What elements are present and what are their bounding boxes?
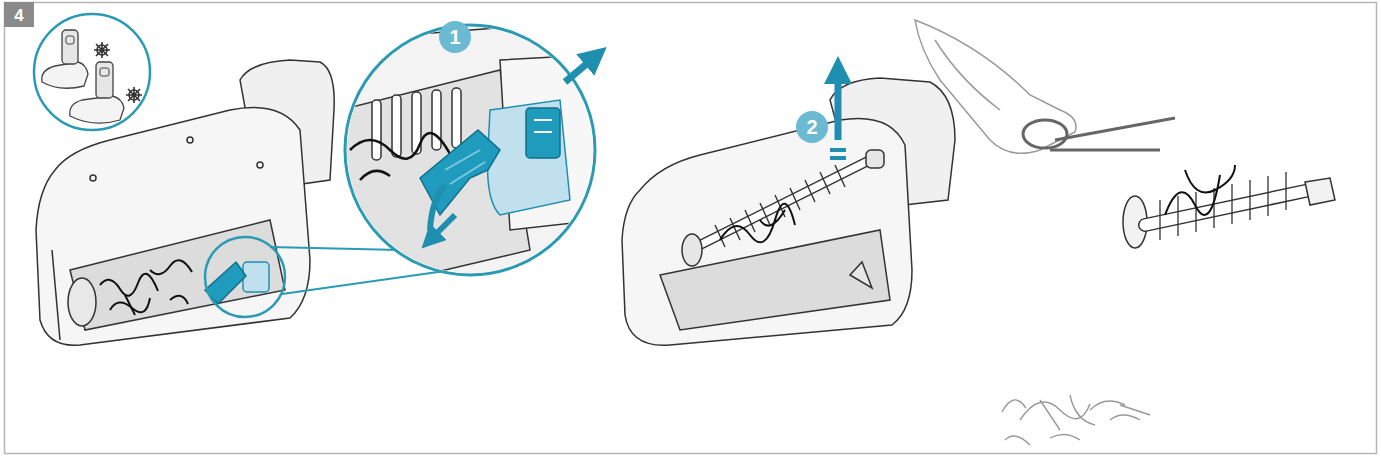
nozzle-variants xyxy=(34,14,150,130)
brush-removal xyxy=(622,70,955,345)
latch-zoom xyxy=(340,20,610,300)
brush-roll xyxy=(1123,165,1335,248)
zoom-leader xyxy=(282,271,445,294)
step-tab xyxy=(4,2,34,27)
cut-hair xyxy=(1002,395,1150,445)
nozzle-bottom-view xyxy=(36,60,334,345)
callout-number: 2 xyxy=(806,117,817,137)
step-number: 4 xyxy=(14,7,23,24)
callout-number: 1 xyxy=(449,27,460,47)
hand-scissors xyxy=(915,20,1175,153)
frame xyxy=(5,3,1377,454)
zoom-leader xyxy=(270,247,400,250)
